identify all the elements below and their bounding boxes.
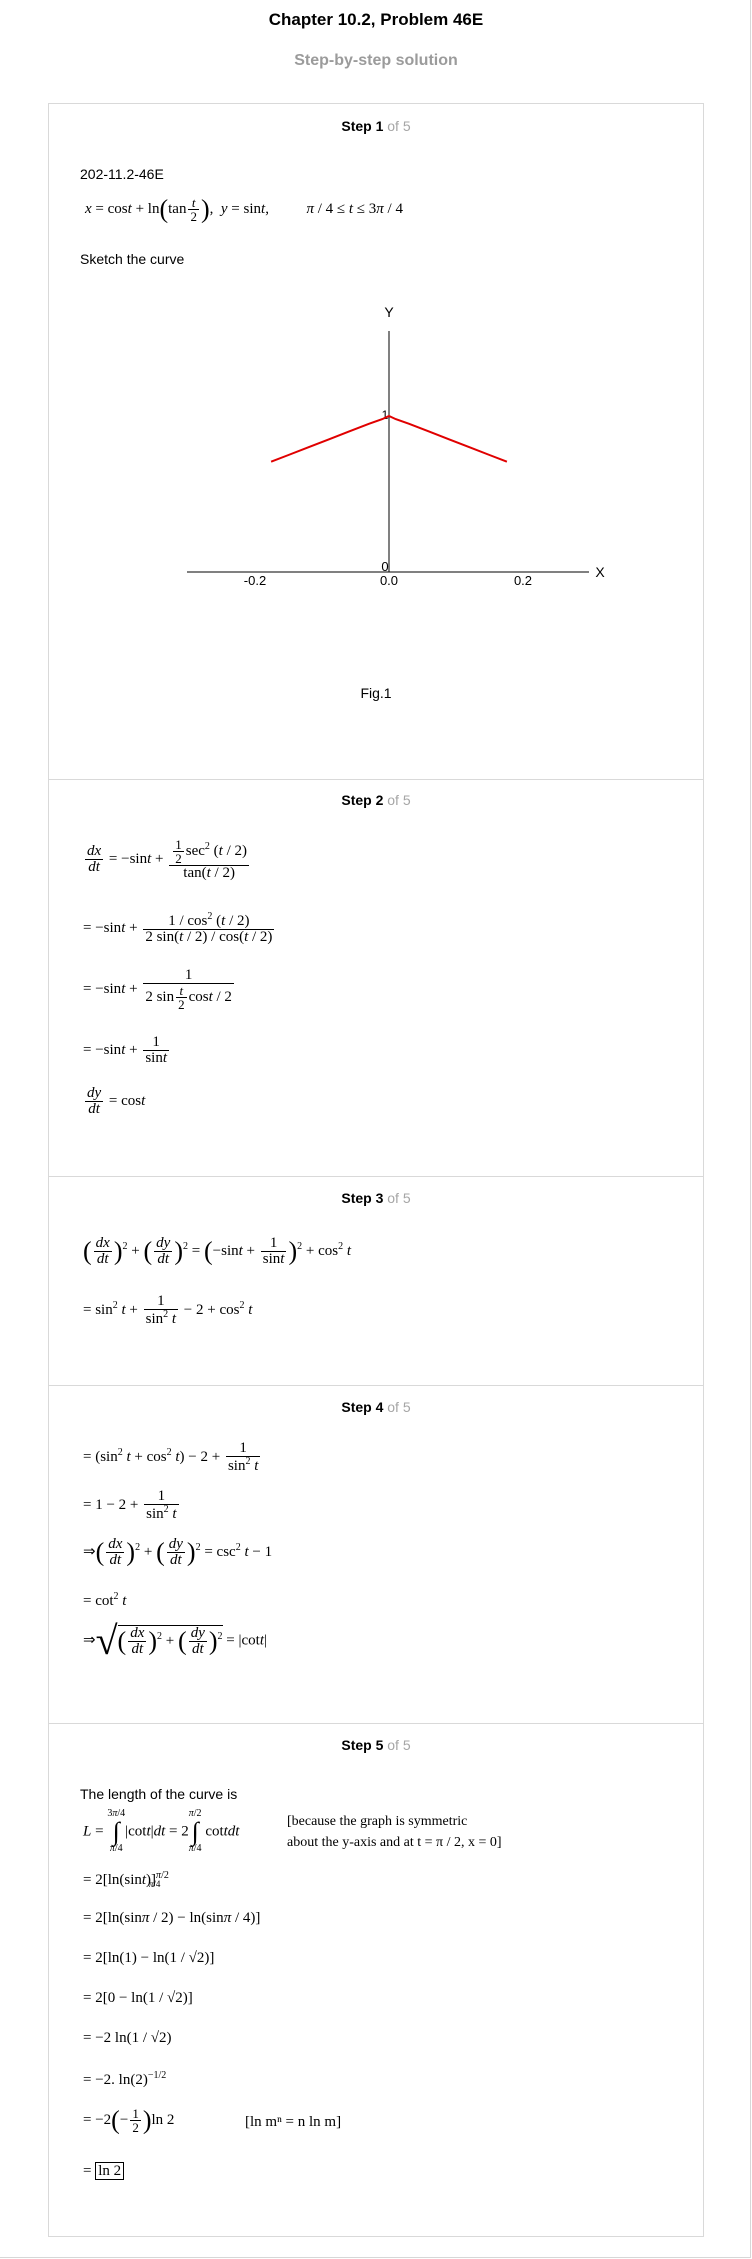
step-total: of 5 — [387, 1737, 411, 1753]
step-total: of 5 — [387, 1190, 411, 1206]
instruction-text: Sketch the curve — [80, 251, 185, 267]
step-1-header: Step 1 of 5 — [49, 118, 703, 134]
step-3-header: Step 3 of 5 — [49, 1190, 703, 1206]
problem-id: 202-11.2-46E — [80, 166, 164, 182]
math-step5-6: = −2 ln(1 / √2) — [83, 2030, 172, 2046]
math-step5-5: = 2[0 − ln(1 / √2)] — [83, 1990, 193, 2006]
step-total: of 5 — [387, 118, 411, 134]
page-title: Chapter 10.2, Problem 46E — [268, 10, 484, 29]
math-step5-1: L = 3π/4∫π/4|cott|dt = 2π/2∫π/4 cottdt — [83, 1808, 240, 1855]
step-total: of 5 — [387, 792, 411, 808]
curve-figure: Y X -0.2 0.0 0.2 0 1 — [187, 304, 605, 588]
step5-intro: The length of the curve is — [80, 1786, 238, 1802]
step-2-header: Step 2 of 5 — [49, 792, 703, 808]
y-tick-label-zero: 0 — [381, 559, 388, 574]
math-step5-answer-row: = ln 2 — [83, 2162, 125, 2180]
math-dxdt-2: = −sint + 1 / cos2 (t / 2)2 sin(t / 2) /… — [83, 911, 275, 945]
step-5-card: Step 5 of 5 The length of the curve is L… — [48, 1723, 704, 2237]
final-answer: ln 2 — [95, 2162, 125, 2180]
page-subtitle: Step-by-step solution — [294, 52, 458, 69]
math-step5-4: = 2[ln(1) − ln(1 / √2)] — [83, 1950, 215, 1966]
step5-note-line1: [because the graph is symmetric — [287, 1814, 468, 1829]
step-label: Step 2 — [341, 792, 384, 808]
step-4-header: Step 4 of 5 — [49, 1399, 703, 1415]
step-label: Step 5 — [341, 1737, 384, 1753]
math-step5-3: = 2[ln(sinπ / 2) − ln(sinπ / 4)] — [83, 1910, 261, 1926]
y-axis-label: Y — [384, 304, 394, 320]
step5-log-rule: [ln mⁿ = n ln m] — [245, 2114, 342, 2130]
step-1-card: Step 1 of 5 202-11.2-46E x = cost + ln(t… — [48, 103, 704, 780]
math-step5-2: = 2[ln(sint)]π/2π/4 — [83, 1870, 169, 1889]
x-tick-label-pos: 0.2 — [514, 573, 532, 588]
y-tick-label-one: 1 — [382, 408, 389, 422]
x-tick-label-zero: 0.0 — [380, 573, 398, 588]
step-5-header: Step 5 of 5 — [49, 1737, 703, 1753]
step5-note-line2: about the y-axis and at t = π / 2, x = 0… — [287, 1835, 502, 1850]
x-tick-label-neg: -0.2 — [244, 573, 266, 588]
x-axis-label: X — [595, 564, 605, 580]
step-label: Step 4 — [341, 1399, 384, 1415]
step-total: of 5 — [387, 1399, 411, 1415]
step-label: Step 3 — [341, 1190, 384, 1206]
math-step4-4: = cot2 t — [83, 1591, 127, 1609]
curve-series — [270, 414, 508, 463]
figure-caption: Fig.1 — [360, 685, 392, 701]
step-label: Step 1 — [341, 118, 384, 134]
math-step5-7: = −2. ln(2)−1/2 — [83, 2070, 167, 2088]
